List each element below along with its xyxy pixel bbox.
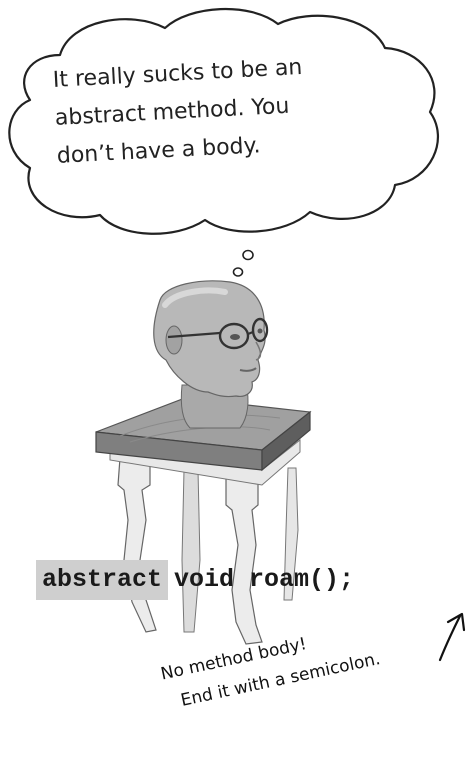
thought-dots [232, 249, 254, 277]
bald-head [153, 280, 269, 429]
thought-text: It really sucks to be an abstract method… [52, 45, 388, 176]
code-keyword-highlight: abstract [36, 560, 169, 600]
code-signature: void roam(); [174, 565, 355, 594]
wooden-stool [95, 397, 312, 645]
thought-bubble [8, 8, 440, 235]
arrow-icon [438, 612, 466, 662]
